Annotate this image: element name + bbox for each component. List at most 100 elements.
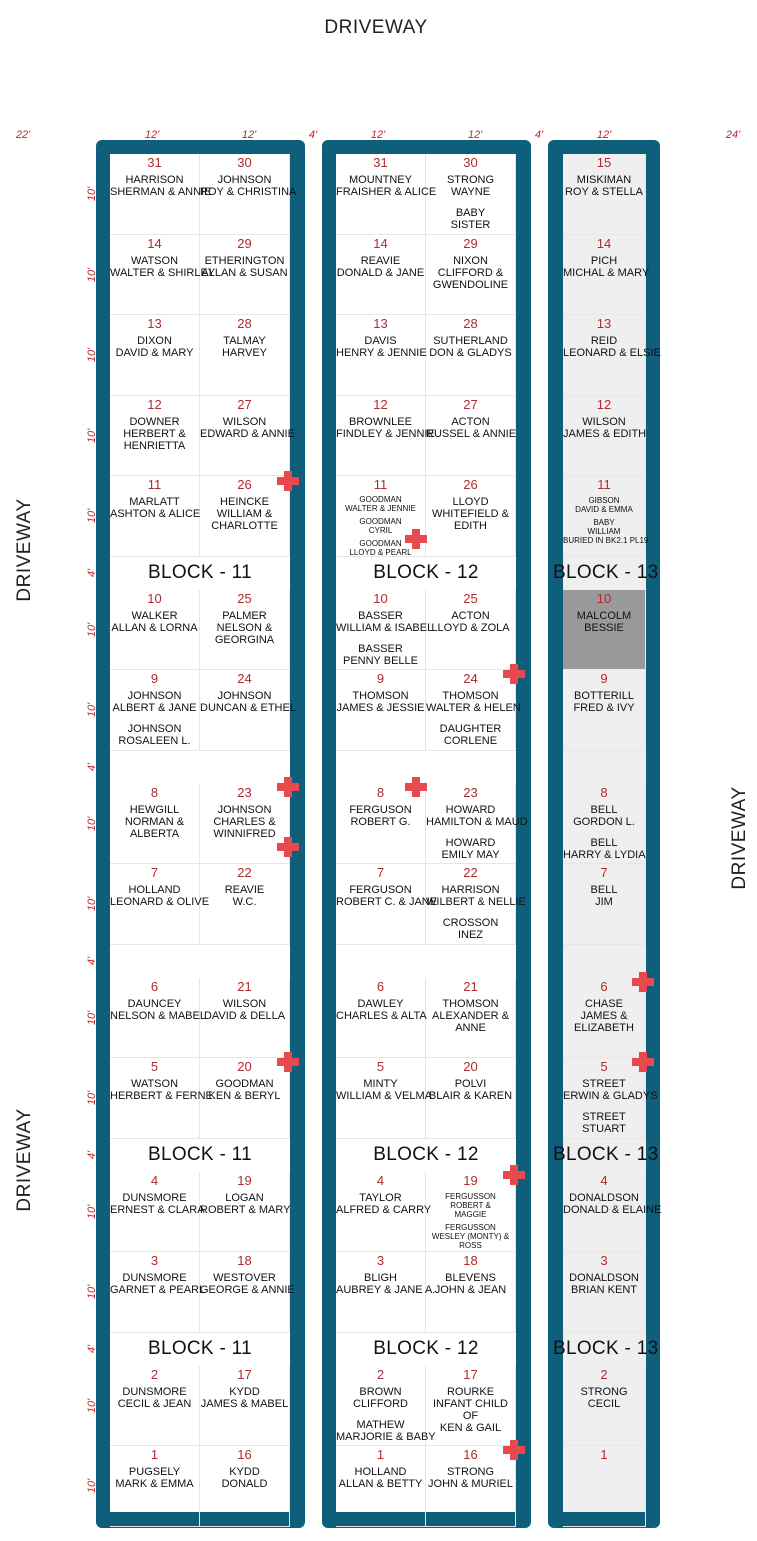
plot-number: 19 <box>463 1172 478 1188</box>
plot-number: 13 <box>596 316 612 331</box>
plot-number: 18 <box>463 1253 478 1268</box>
block-label: BLOCK - 12 <box>373 1337 479 1359</box>
right-driveway-label: DRIVEWAY <box>729 786 750 890</box>
plot-cell[interactable]: 1 <box>563 1446 646 1527</box>
cross-marker <box>405 777 427 797</box>
plot-number: 4 <box>376 1172 385 1188</box>
plot-number: 7 <box>150 865 159 880</box>
cross-marker <box>503 1165 525 1185</box>
plot-number: 31 <box>147 155 162 170</box>
plot-number: 1 <box>600 1447 608 1462</box>
row-dim-label: 10' <box>86 1091 98 1106</box>
plot-number: 31 <box>373 155 388 170</box>
block-label: BLOCK - 13 <box>553 1143 659 1165</box>
row-dim-label: 10' <box>86 428 98 443</box>
